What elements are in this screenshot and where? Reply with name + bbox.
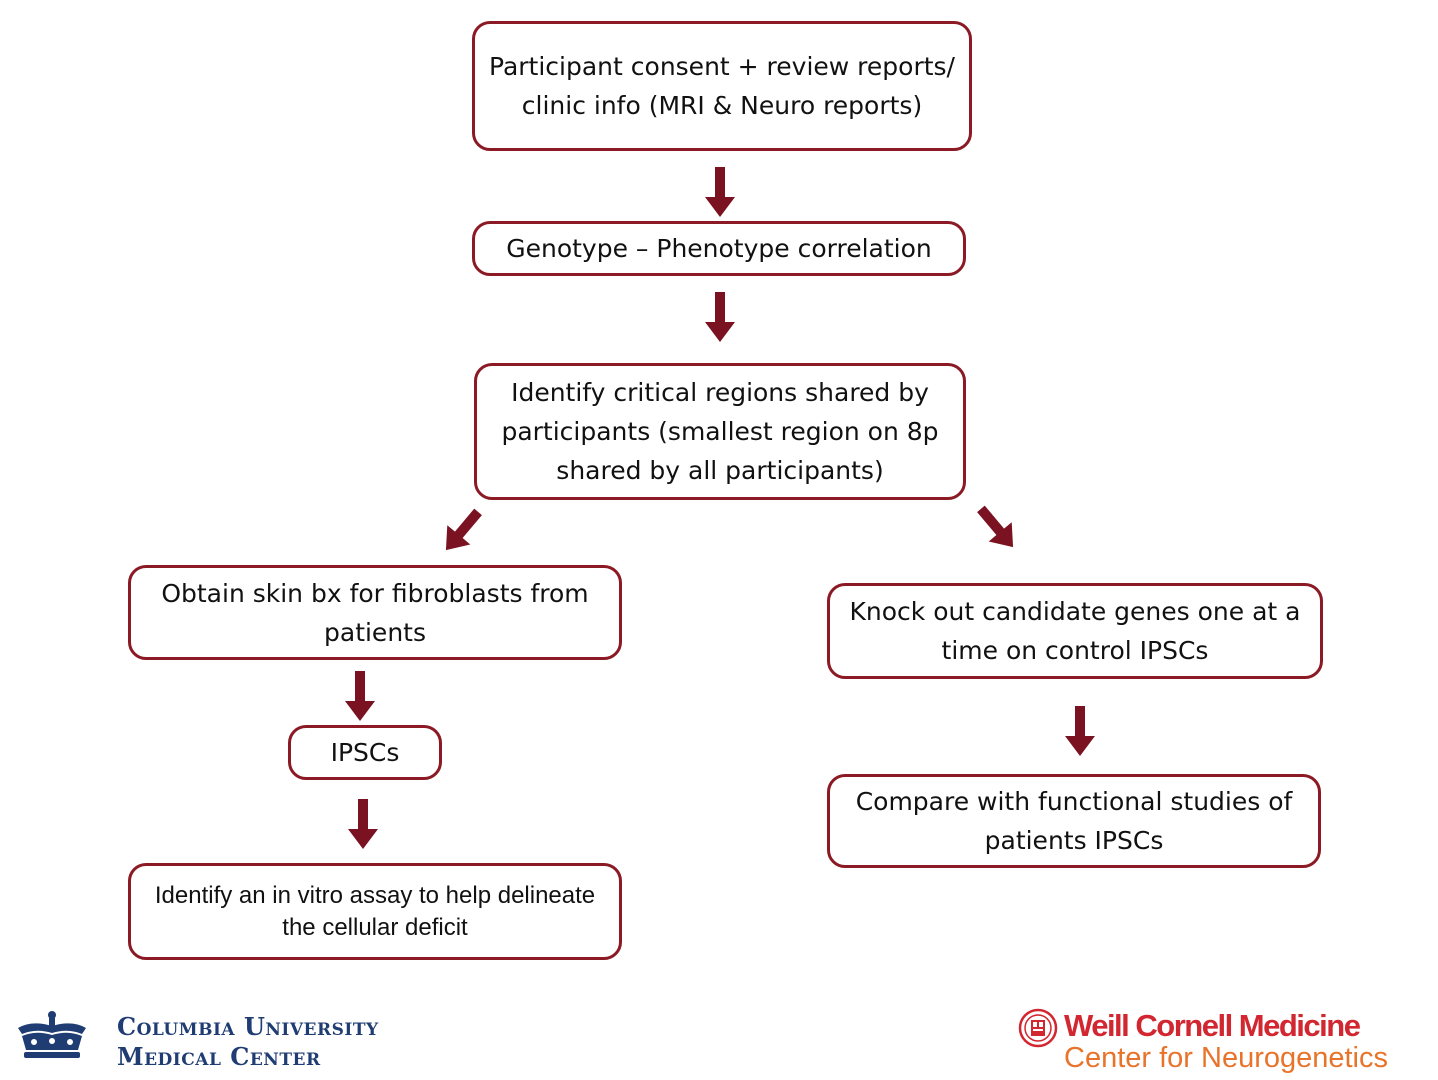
arrow-knockout-to-compare [1065,706,1095,756]
node-participant-consent: Participant consent + review reports/ cl… [472,21,972,151]
crown-icon [12,1010,92,1070]
weill-cornell-name: Weill Cornell Medicine [1064,1008,1361,1043]
weill-cornell-subtitle: Center for Neurogenetics [1064,1042,1388,1074]
arrow-skin-to-ipscs [345,671,375,721]
node-ipscs: IPSCs [288,725,442,780]
node-compare-functional-studies: Compare with functional studies of patie… [827,774,1321,868]
columbia-name: Columbia University [117,1012,379,1041]
columbia-subtitle: Medical Center [117,1042,321,1071]
node-label: Participant consent + review reports/ cl… [489,52,955,120]
node-label: Identify an in vitro assay to help delin… [154,881,596,941]
node-label: Genotype – Phenotype correlation [506,234,932,263]
node-label: Compare with functional studies of patie… [855,787,1293,855]
node-knock-out-genes: Knock out candidate genes one at a time … [827,583,1323,679]
node-label: Identify critical regions shared by part… [501,378,939,485]
node-in-vitro-assay: Identify an in vitro assay to help delin… [128,863,622,960]
node-genotype-phenotype: Genotype – Phenotype correlation [472,221,966,276]
node-label: Knock out candidate genes one at a time … [849,597,1301,665]
arrow-critical-to-knockout [975,505,1019,551]
arrow-consent-to-genotype [705,167,735,217]
arrow-ipscs-to-assay [348,799,378,849]
node-label: IPSCs [330,738,400,767]
node-label: Obtain skin bx for fibroblasts from pati… [161,578,589,647]
seal-icon [1018,1008,1058,1052]
columbia-logo: Columbia University Medical Center [12,1010,432,1071]
node-identify-critical-regions: Identify critical regions shared by part… [474,363,966,500]
node-obtain-skin-bx: Obtain skin bx for fibroblasts from pati… [128,565,622,660]
arrow-critical-to-skin [440,508,484,554]
weill-cornell-logo: Weill Cornell Medicine Center for Neurog… [1018,1008,1433,1078]
arrow-genotype-to-critical [705,292,735,342]
